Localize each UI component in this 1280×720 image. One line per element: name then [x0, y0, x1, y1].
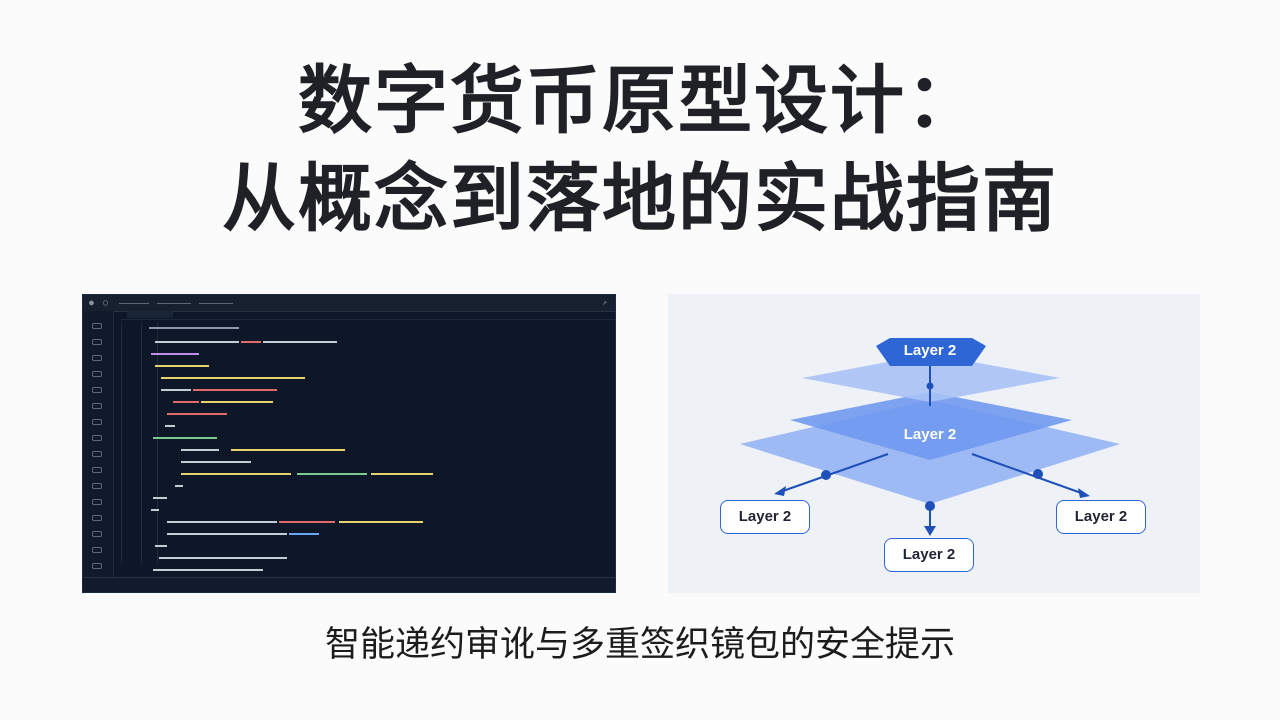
connector-dot [1033, 469, 1043, 479]
indent-guide [121, 323, 122, 563]
explorer-icon [92, 323, 102, 329]
file-icon [92, 499, 102, 505]
code-line [167, 413, 227, 415]
file-icon [92, 419, 102, 425]
code-lines [83, 295, 615, 592]
layer-diagram: Layer 2 Layer 2 Layer 2 Layer 2 Layer 2 [668, 294, 1200, 593]
menu-placeholder [119, 303, 149, 304]
source-control-icon: ◯ [103, 298, 108, 307]
layer-node-left: Layer 2 [720, 500, 810, 534]
code-line [241, 341, 261, 343]
page-title-line-2: 从概念到落地的实战指南 [222, 156, 1058, 242]
layer-label-top: Layer 2 [903, 342, 957, 359]
code-line [181, 449, 219, 451]
code-line [193, 389, 277, 391]
layer-box-top [876, 338, 986, 366]
code-line [165, 425, 175, 427]
code-line [181, 461, 251, 463]
file-icon [92, 435, 102, 441]
editor-status-bar [83, 577, 615, 592]
arrow-head [774, 486, 786, 496]
connector-dot [925, 501, 935, 511]
editor-tab-bar [121, 311, 615, 320]
code-line [155, 341, 239, 343]
code-line [149, 327, 239, 329]
editor-tab [127, 311, 173, 318]
activity-bar [83, 311, 114, 577]
code-line [297, 473, 367, 475]
connector-line [779, 453, 889, 493]
code-line [181, 473, 291, 475]
code-line [173, 401, 199, 403]
connector-dot [926, 382, 934, 390]
connector-line [971, 453, 1085, 495]
code-line [155, 545, 167, 547]
menu-placeholder [199, 303, 233, 304]
code-line [167, 521, 277, 523]
source-control-icon [92, 355, 102, 361]
layer-plane-middle [790, 392, 1072, 460]
code-line [167, 533, 287, 535]
debug-icon [92, 371, 102, 377]
extensions-icon [92, 387, 102, 393]
connector-dot [821, 470, 831, 480]
code-line [175, 485, 183, 487]
code-line [159, 557, 287, 559]
settings-icon [92, 563, 102, 569]
code-line [153, 569, 263, 571]
file-icon [92, 467, 102, 473]
code-editor-illustration: ● ◯ ↗ [82, 294, 616, 593]
file-icon [92, 547, 102, 553]
code-line [153, 497, 167, 499]
file-icon [92, 403, 102, 409]
page-caption: 智能递约审讹与多重签织镜包的安全提示 [324, 625, 955, 665]
code-line [279, 521, 335, 523]
file-icon [92, 515, 102, 521]
code-line [151, 509, 159, 511]
page-title-line-1: 数字货币原型设计： [298, 58, 982, 144]
code-line [153, 437, 217, 439]
code-line [289, 533, 319, 535]
code-line [231, 449, 345, 451]
layer-label-middle: Layer 2 [903, 426, 957, 443]
arrow-head [924, 526, 936, 536]
search-icon [92, 339, 102, 345]
code-line [201, 401, 273, 403]
indent-guide [141, 323, 142, 563]
editor-title-bar: ● ◯ ↗ [83, 295, 615, 312]
code-line [161, 377, 305, 379]
code-line [151, 353, 199, 355]
code-line [263, 341, 337, 343]
code-line [161, 389, 191, 391]
layer-node-bottom: Layer 2 [884, 538, 974, 572]
expand-icon: ↗ [602, 298, 607, 307]
file-icon [92, 483, 102, 489]
layer-node-right: Layer 2 [1056, 500, 1146, 534]
code-line [371, 473, 433, 475]
file-icon [92, 531, 102, 537]
layer-diagram-graphic [740, 338, 1120, 536]
menu-placeholder [157, 303, 191, 304]
code-line [155, 365, 209, 367]
code-line [339, 521, 423, 523]
indent-guide [157, 323, 158, 563]
arrow-head [1078, 488, 1090, 498]
search-icon: ● [89, 298, 94, 307]
file-icon [92, 451, 102, 457]
